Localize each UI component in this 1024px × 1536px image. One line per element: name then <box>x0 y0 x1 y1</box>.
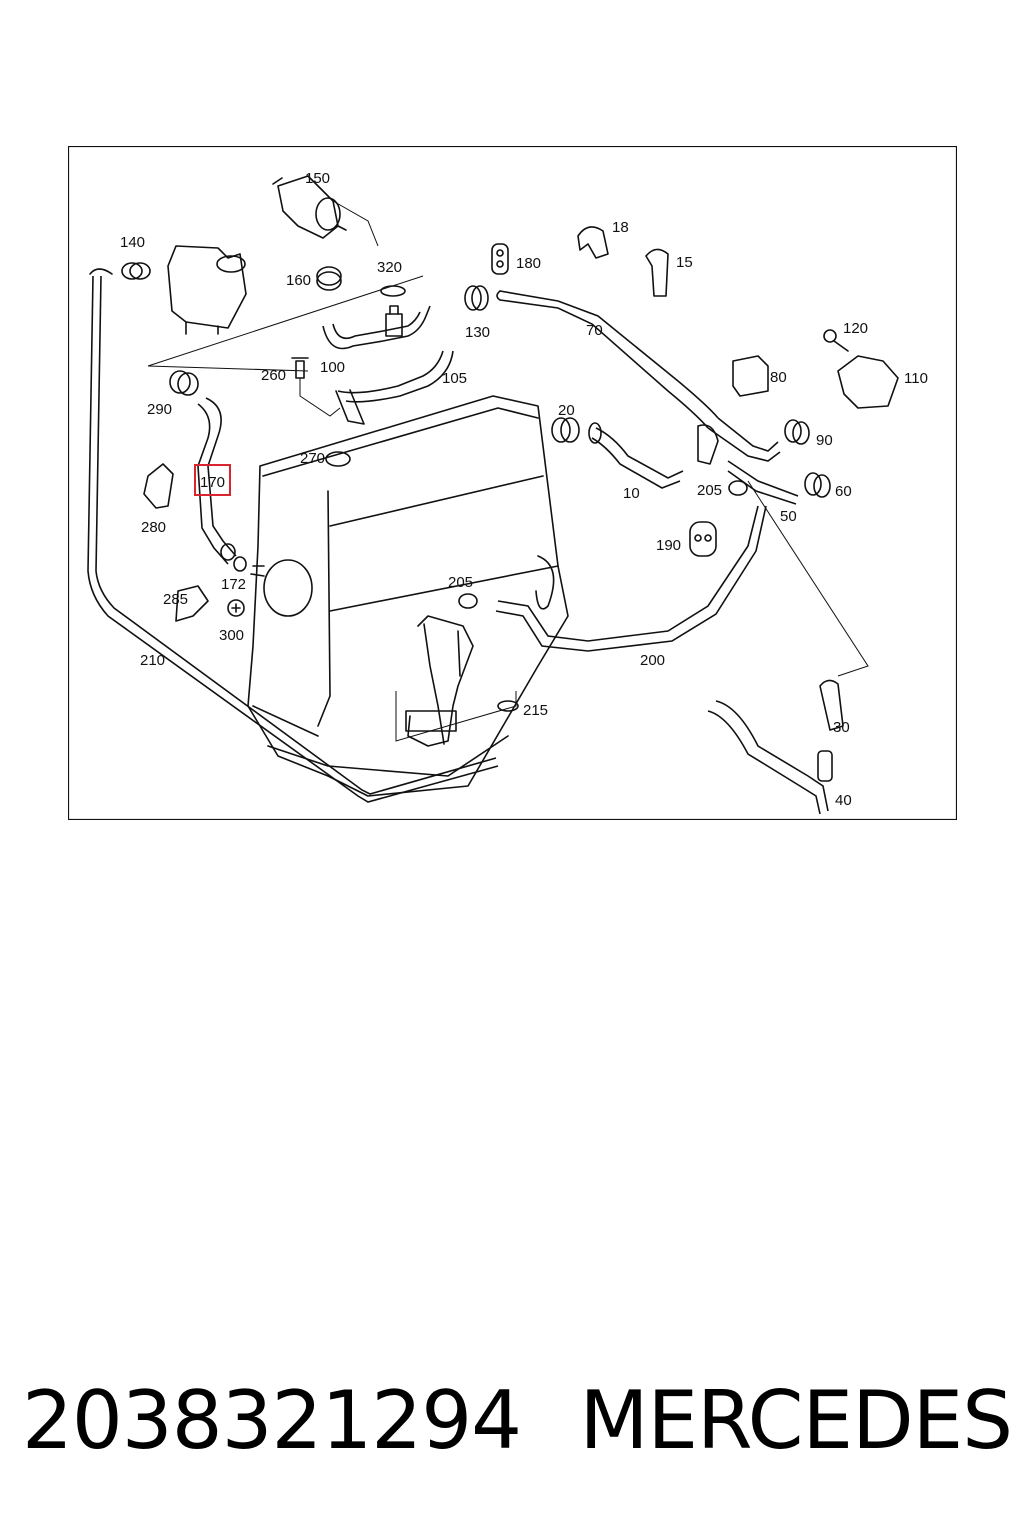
callout-160: 160 <box>286 272 311 289</box>
part-number: 2038321294 <box>22 1373 522 1467</box>
callout-320: 320 <box>377 259 402 276</box>
highlight-box <box>194 464 231 496</box>
callout-170: 170 <box>200 474 225 491</box>
callout-18: 18 <box>612 219 629 236</box>
expansion-tank <box>167 245 247 335</box>
callout-150: 150 <box>305 170 330 187</box>
callout-290: 290 <box>147 401 172 418</box>
aux-pump <box>272 175 379 247</box>
callout-180: 180 <box>516 255 541 272</box>
callout-210: 210 <box>140 652 165 669</box>
diagram-svg: 150 140 160 320 18 180 15 130 70 120 260 100 105 80 11… <box>68 146 957 820</box>
callout-205a: 205 <box>697 482 722 499</box>
parts-diagram: 150 140 160 320 18 180 15 130 70 120 260 100 105 80 11… <box>68 146 957 820</box>
callout-20: 20 <box>558 402 575 419</box>
callout-100: 100 <box>320 359 345 376</box>
callout-105: 105 <box>442 370 467 387</box>
callout-270: 270 <box>300 450 325 467</box>
callout-280: 280 <box>141 519 166 536</box>
callout-200: 200 <box>640 652 665 669</box>
brand-name: MERCEDES <box>579 1373 1013 1467</box>
callout-285: 285 <box>163 591 188 608</box>
callout-15: 15 <box>676 254 693 271</box>
callout-layer: 150 140 160 320 18 180 15 130 70 120 260 100 105 80 11… <box>120 170 928 809</box>
callout-140: 140 <box>120 234 145 251</box>
caption: 2038321294 MERCEDES <box>22 1370 1013 1470</box>
callout-80: 80 <box>770 369 787 386</box>
callout-110: 110 <box>904 370 928 387</box>
callout-90: 90 <box>816 432 833 449</box>
reservoir-tank <box>247 395 569 797</box>
callout-50: 50 <box>780 508 797 525</box>
callout-10: 10 <box>623 485 640 502</box>
callout-30: 30 <box>833 719 850 736</box>
callout-70: 70 <box>586 322 603 339</box>
callout-215: 215 <box>523 702 548 719</box>
callout-172: 172 <box>221 576 246 593</box>
hose-100 <box>322 305 454 425</box>
callout-300: 300 <box>219 627 244 644</box>
callout-130: 130 <box>465 324 490 341</box>
callout-205b: 205 <box>448 574 473 591</box>
callout-40: 40 <box>835 792 852 809</box>
callout-120: 120 <box>843 320 868 337</box>
callout-260: 260 <box>261 367 286 384</box>
pipe-assembly <box>395 615 519 747</box>
callout-190: 190 <box>656 537 681 554</box>
callout-60: 60 <box>835 483 852 500</box>
